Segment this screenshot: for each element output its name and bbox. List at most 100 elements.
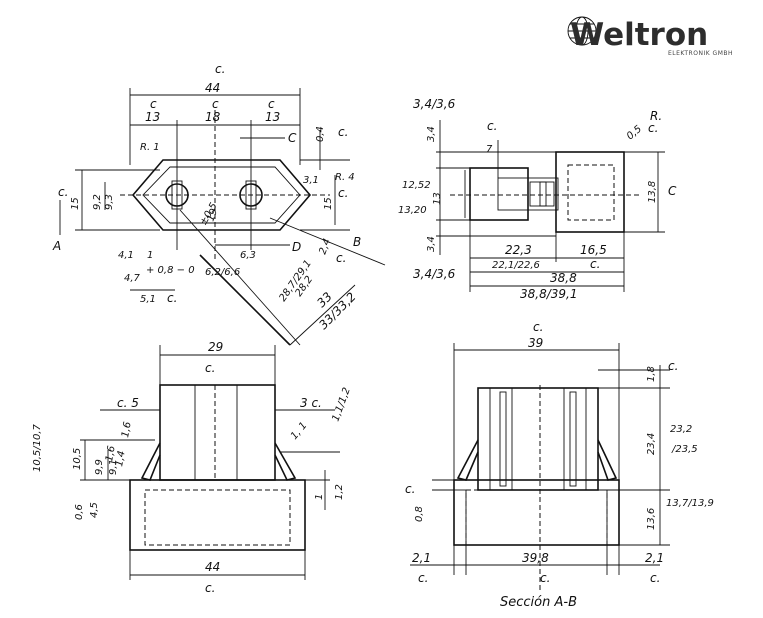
dim-label: 6,2/6,6	[205, 267, 240, 278]
dim-label: 1,4	[114, 450, 128, 468]
dim-label: 44	[205, 81, 220, 95]
dim-label: 3,4	[426, 236, 437, 252]
dim-label: c.	[540, 571, 550, 585]
section-latch-right	[597, 439, 618, 481]
dim-label: 1,2	[334, 484, 345, 500]
dim-label: c.	[590, 257, 600, 271]
dim-label: 19	[205, 207, 220, 223]
dim-label: 2,4	[317, 237, 333, 256]
globe-logo-icon	[567, 16, 597, 46]
latch-left	[140, 442, 161, 481]
dim-label: 13,6	[646, 508, 657, 530]
dim-label: R. 4	[335, 172, 355, 183]
dim-label: 13,7/13,9	[666, 498, 714, 509]
dim-label: 13	[145, 110, 160, 124]
section-a-b-view: c. 39 1,8 c. 23,4 23,2 /23,5 c. 0,8 13,6…	[405, 320, 714, 610]
side-view: 3,4/3,6 3,4 c. 7 R. 0,5 c. 12,52 13 13,2…	[398, 97, 677, 301]
dim-label: 3,4	[426, 126, 437, 142]
dim-label: c.	[205, 361, 215, 375]
dim-label: c.	[405, 482, 415, 496]
weltron-logo: Weltron ELEKTRONIK GMBH	[567, 16, 733, 57]
dim-label: 23,4	[646, 433, 657, 455]
dim-label: 10,5	[72, 448, 83, 470]
dim-label: 23,2	[670, 424, 692, 435]
dim-label: 4,5	[89, 502, 100, 518]
view-ref-a: A	[52, 239, 61, 253]
dim-label: 16,5	[580, 243, 607, 257]
dim-label: /23,5	[671, 444, 698, 455]
dim-label: 2,1	[412, 551, 431, 565]
dim-label: 0,4	[315, 126, 326, 142]
dim-label: c.	[338, 186, 348, 200]
dim-label: R. 1	[140, 142, 160, 153]
dim-label: + 0,8 − 0	[146, 265, 195, 276]
dim-label: 1	[314, 494, 325, 500]
dim-label: 1,8	[646, 366, 657, 382]
dim-label: 38,8/39,1	[520, 287, 577, 301]
dim-label: 13,8	[647, 181, 658, 203]
dim-label: 4,1	[118, 250, 134, 261]
dim-label: 3,4/3,6	[413, 267, 456, 281]
dim-label: c.	[58, 185, 68, 199]
dim-label: c.	[338, 125, 348, 139]
dim-label: 13	[432, 192, 443, 205]
dim-label: 2,1	[645, 551, 664, 565]
section-latch-left	[456, 439, 479, 481]
dim-label: 0,8	[414, 506, 425, 522]
dim-label: D	[292, 240, 301, 254]
dim-label: 9,1	[108, 459, 119, 475]
dim-label: C	[668, 184, 677, 198]
section-caption: Sección A-B	[500, 595, 577, 610]
dim-label: c.	[205, 581, 215, 595]
dim-label: 7	[486, 144, 493, 155]
dim-label: c.	[336, 251, 346, 265]
bottom-view-base	[129, 479, 306, 551]
side-view-housing	[555, 151, 625, 233]
dim-label: 1,6	[120, 421, 134, 439]
dim-label: c.	[487, 119, 497, 133]
dim-label: 0,6	[74, 504, 85, 520]
dim-label: 18	[205, 110, 221, 124]
front-view: c. 44 c 13 c 18 c 13 C 0,4 c. R. 1 R. 4 …	[52, 62, 386, 346]
dim-label: 10,5/10,7	[32, 423, 43, 472]
bottom-view: 29 c. c. 5 3 c. 1,1/1,2 1, 1 10,5 10,5/1…	[32, 340, 353, 595]
dim-label: 39,8	[522, 551, 549, 565]
dim-label: c.	[648, 121, 658, 135]
dim-label: 0,5	[625, 124, 644, 143]
dim-label: 1, 1	[289, 420, 310, 442]
dim-label: 1,6	[104, 445, 118, 463]
dim-label: 12,52	[402, 180, 431, 191]
dim-label: c.	[418, 571, 428, 585]
dim-label: 15	[70, 197, 81, 210]
dim-label: c.	[167, 291, 177, 305]
dim-label: C	[288, 131, 297, 145]
brand-name: Weltron	[570, 17, 708, 53]
side-view-plug-body	[469, 167, 529, 221]
dim-label: 44	[205, 560, 220, 574]
dim-label: 6,3	[240, 250, 256, 261]
dim-label: 15	[323, 197, 334, 210]
section-center-hatch	[511, 387, 565, 491]
dim-label: 39	[528, 336, 543, 350]
dim-label: 29	[208, 340, 223, 354]
dim-label: 13,20	[398, 205, 427, 216]
dim-label: 38,8	[550, 271, 577, 285]
dim-label: c.	[650, 571, 660, 585]
dim-label: c.	[668, 359, 678, 373]
dim-label: 13	[265, 110, 280, 124]
dim-label: R.	[650, 109, 662, 123]
dim-label: 22,1/22,6	[492, 260, 540, 271]
dim-label: 1,1/1,2	[330, 386, 352, 423]
dim-label: 9,3	[104, 194, 115, 210]
view-ref-b: B	[353, 235, 361, 249]
dim-label: 3 c.	[300, 396, 322, 410]
dim-label: 4,7	[124, 273, 141, 284]
dim-label: c	[268, 97, 275, 111]
dim-label: 5,1	[140, 294, 156, 305]
latch-right	[274, 442, 297, 481]
dim-label: c	[212, 97, 219, 111]
dim-label: 3,1	[303, 175, 319, 186]
dim-label: 9,9	[94, 459, 105, 475]
dim-label: 22,3	[505, 243, 532, 257]
